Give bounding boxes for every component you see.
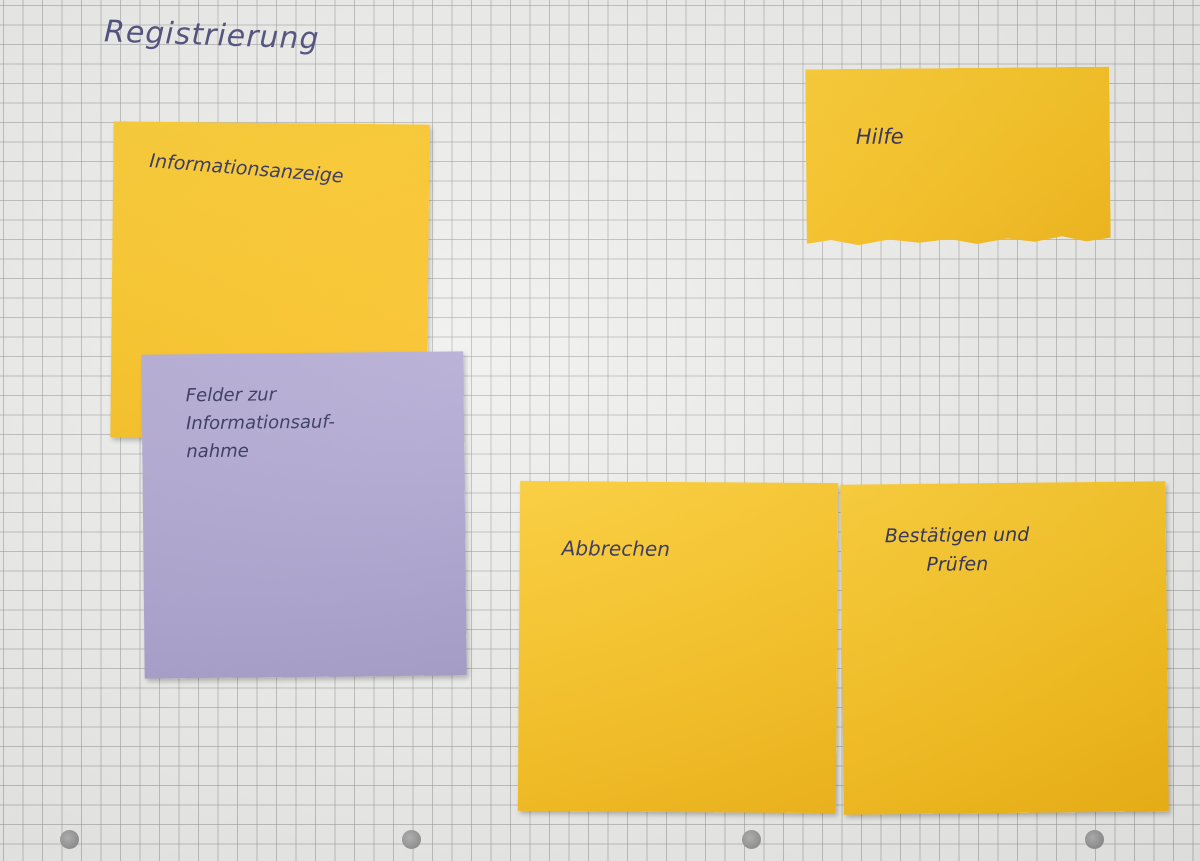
sticky-note-label: Abbrechen (561, 536, 671, 561)
punch-hole (60, 830, 79, 849)
sticky-note-label: Informationsanzeige (148, 149, 345, 188)
sticky-note-cancel: Abbrechen (517, 480, 839, 814)
sticky-note-input-fields: Felder zur Informationsauf- nahme (141, 351, 467, 679)
page-heading: Registrierung (103, 14, 321, 57)
sticky-note-label: Hilfe (855, 124, 904, 149)
punch-hole (1085, 830, 1104, 849)
punch-hole (742, 830, 761, 849)
sticky-note-confirm-check: Bestätigen und Prüfen (840, 481, 1169, 815)
sticky-note-label: Felder zur Informationsauf- nahme (185, 384, 335, 463)
sticky-note-help: Hilfe (805, 67, 1111, 248)
punch-hole (402, 830, 421, 849)
sticky-note-label: Bestätigen und Prüfen (884, 523, 1030, 577)
